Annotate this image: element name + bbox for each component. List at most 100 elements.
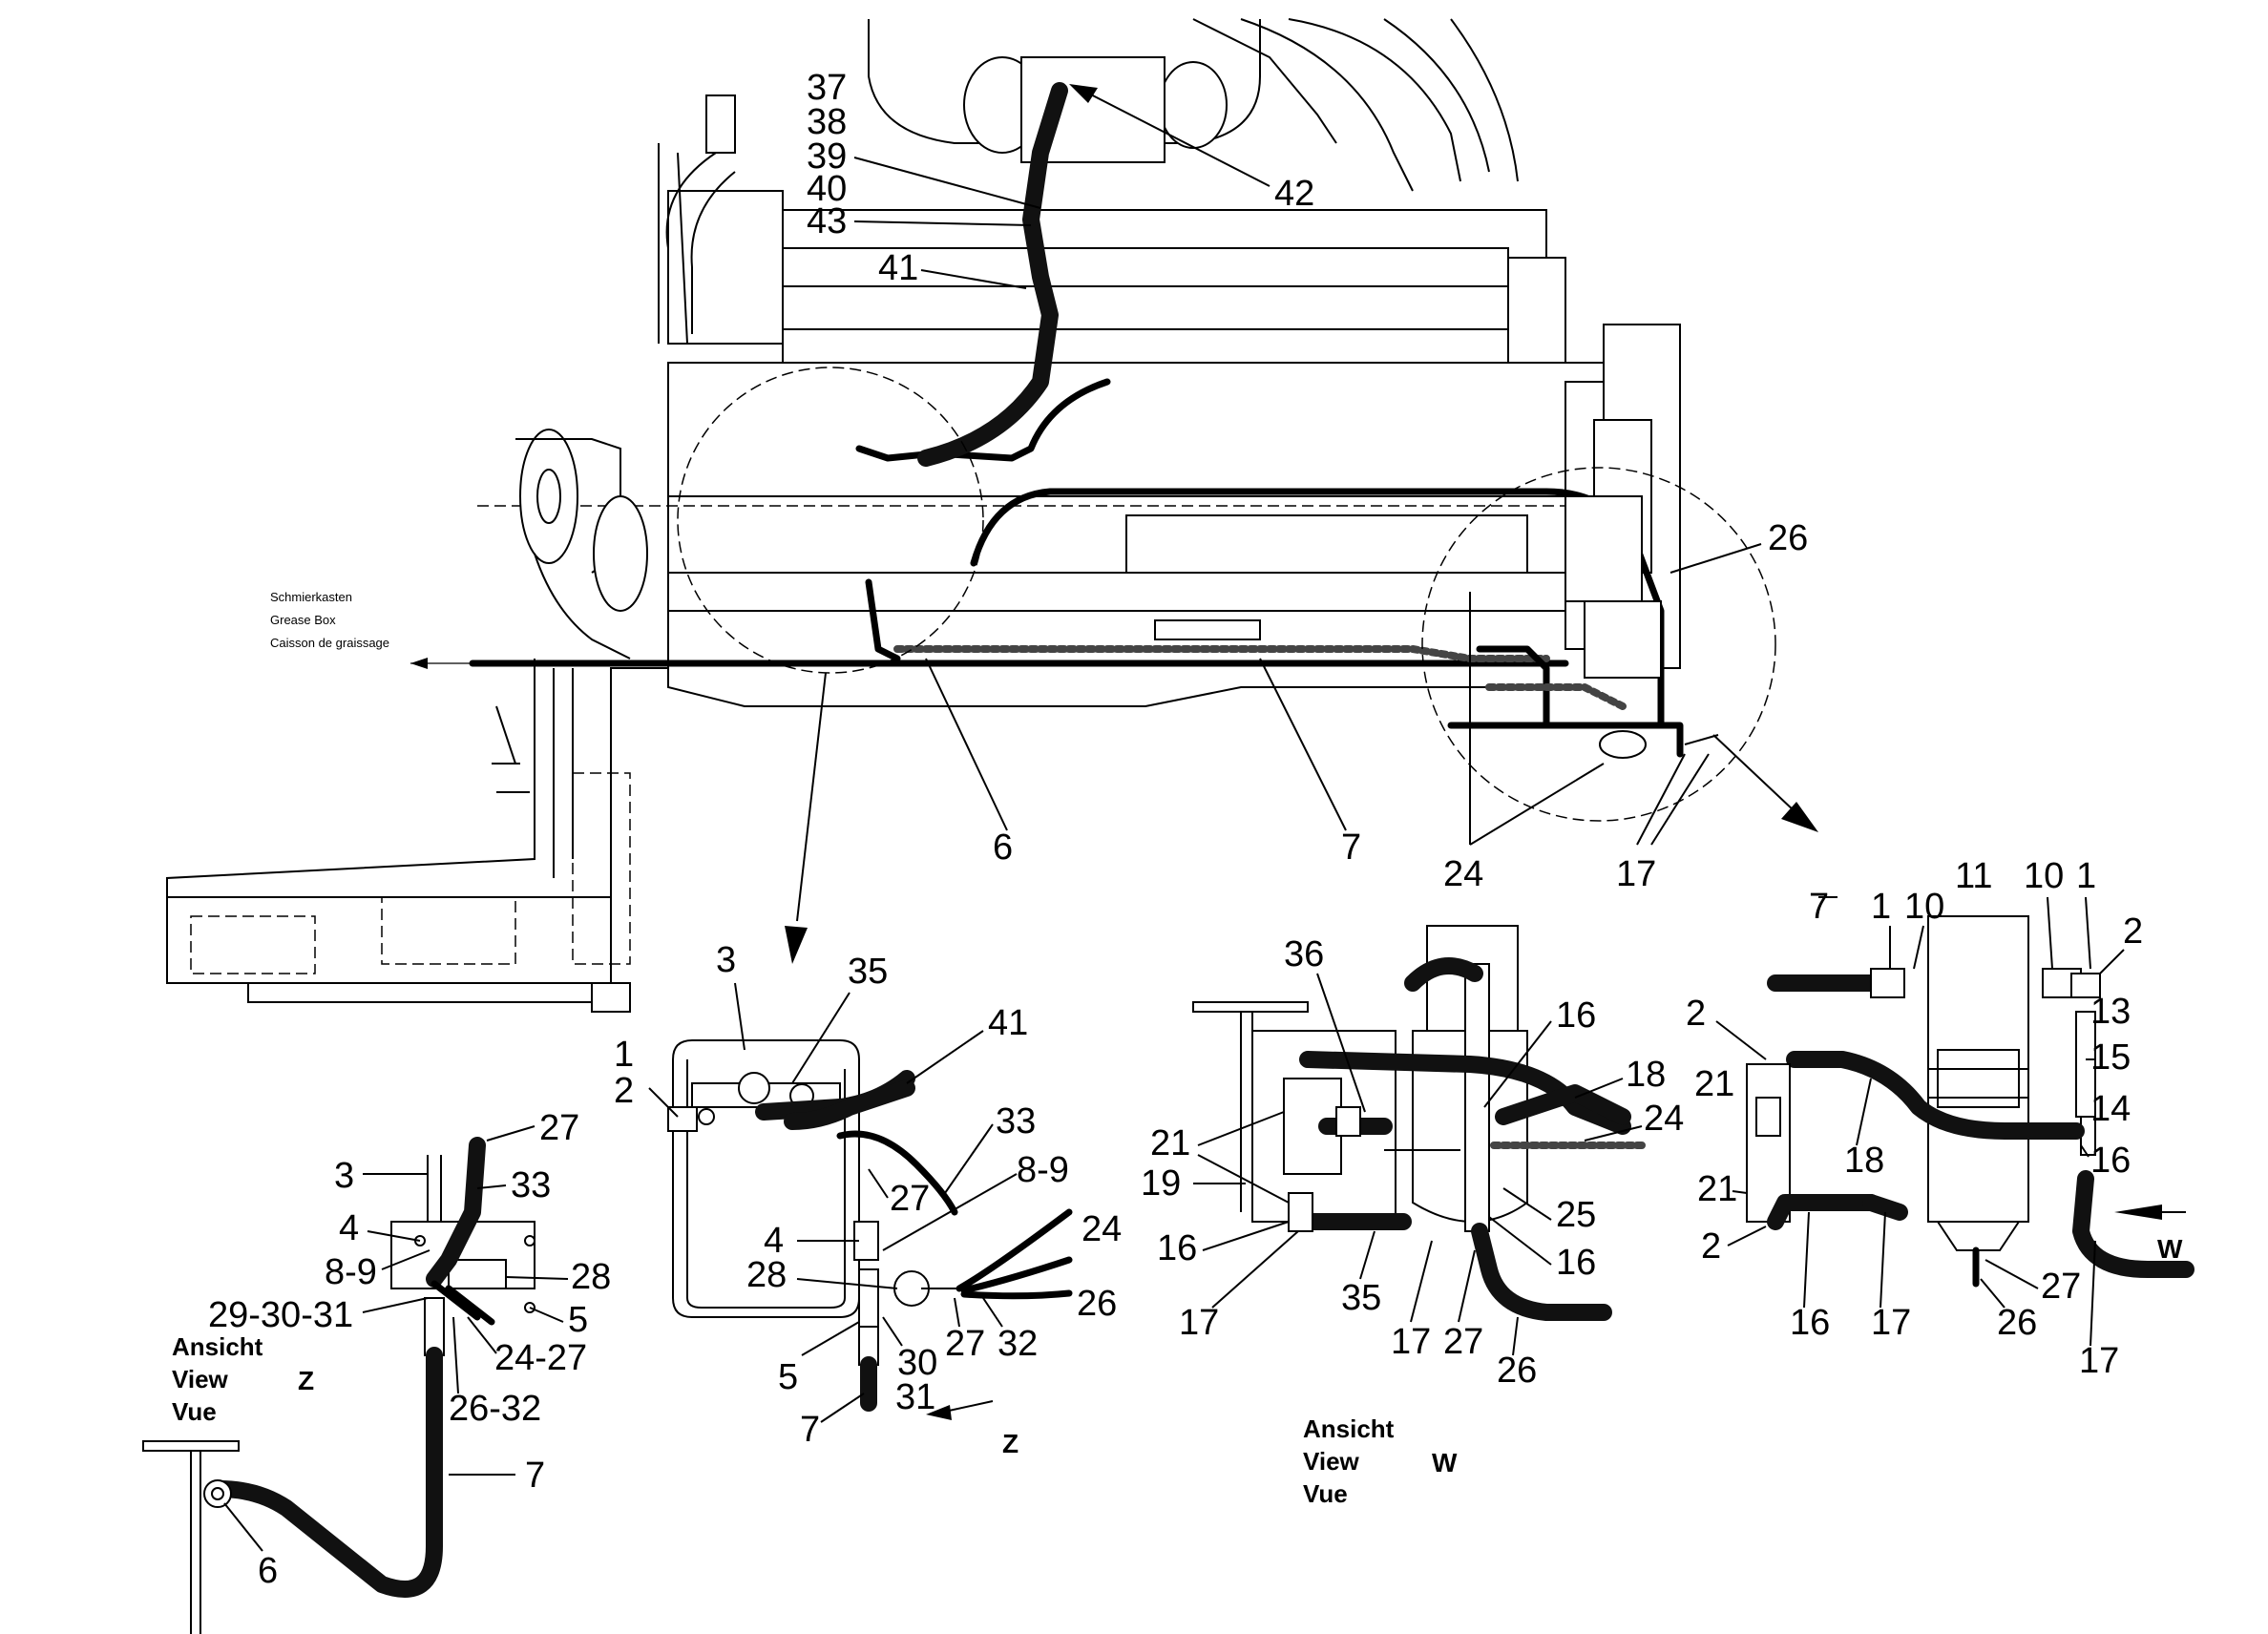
grease-box-label: Schmierkasten Grease Box Caisson de grai…: [270, 590, 389, 650]
center-callout-26: 26: [1077, 1284, 1117, 1324]
w-right-callout-17-a: 17: [1871, 1303, 1911, 1343]
w-left-callout-35: 35: [1341, 1278, 1381, 1318]
w-right-view-letter: W: [2157, 1234, 2183, 1264]
center-callout-27-b: 27: [945, 1324, 985, 1364]
detail-w-right-drawing: 7 1 10 11 10 1 2 2 13 15 21 14 18 16 21 …: [1686, 856, 2194, 1381]
z-callout-28: 28: [571, 1257, 611, 1297]
center-callout-35: 35: [848, 952, 888, 992]
w-right-callout-14: 14: [2090, 1089, 2131, 1129]
center-callout-27-a: 27: [890, 1179, 930, 1219]
callout-24-main: 24: [1443, 854, 1483, 894]
z-callout-29-30-31: 29-30-31: [208, 1295, 353, 1335]
z-callout-24-27: 24-27: [494, 1338, 587, 1378]
w-right-callout-2-b: 2: [1686, 994, 1706, 1034]
callout-38: 38: [807, 102, 847, 142]
view-w-caption: Ansicht View Vue W: [1303, 1414, 1458, 1508]
view-z-side-drawing: 27 3 33 4 8-9 28 29-30-31 5 24-27 26-32 …: [142, 1108, 611, 1634]
w-right-callout-2-c: 2: [1701, 1226, 1721, 1267]
view-w-caption-ansicht: Ansicht: [1303, 1414, 1395, 1443]
view-w-caption-letter: W: [1432, 1448, 1458, 1477]
w-right-callout-2-a: 2: [2123, 911, 2143, 952]
grease-box-label-en: Grease Box: [270, 613, 336, 627]
z-callout-5: 5: [568, 1300, 588, 1340]
engine-assembly: [166, 18, 1818, 1013]
view-z-caption-letter: Z: [298, 1366, 314, 1395]
center-callout-41: 41: [988, 1003, 1028, 1043]
w-left-callout-18: 18: [1626, 1055, 1666, 1095]
view-w-caption-vue: Vue: [1303, 1479, 1348, 1508]
w-left-callout-26: 26: [1497, 1351, 1537, 1391]
callout-41: 41: [878, 248, 918, 288]
w-right-callout-10-a: 10: [1904, 887, 1944, 927]
center-callout-7: 7: [800, 1410, 820, 1450]
center-callout-33: 33: [996, 1101, 1036, 1142]
w-left-callout-17-b: 17: [1391, 1322, 1431, 1362]
callout-37: 37: [807, 68, 847, 108]
center-callout-1: 1: [614, 1035, 634, 1075]
w-left-callout-36: 36: [1284, 934, 1324, 974]
w-right-callout-27: 27: [2041, 1267, 2081, 1307]
center-callout-31: 31: [895, 1377, 935, 1417]
z-callout-3: 3: [334, 1156, 354, 1196]
callout-43: 43: [807, 201, 847, 241]
center-view-z-letter: Z: [1002, 1429, 1018, 1458]
center-callout-32: 32: [998, 1324, 1038, 1364]
w-right-callout-1-b: 1: [2076, 856, 2096, 896]
view-z-caption-vue: Vue: [172, 1397, 217, 1426]
detail-w-left-drawing: 36 16 18 21 24 19 25 16 16 17 35 17 27 2…: [1141, 925, 1684, 1391]
view-z-caption-view: View: [172, 1365, 229, 1393]
grease-box-label-fr: Caisson de graissage: [270, 636, 389, 650]
callout-7-main: 7: [1341, 827, 1361, 868]
w-left-callout-17-a: 17: [1179, 1303, 1219, 1343]
w-right-callout-1-a: 1: [1871, 887, 1891, 927]
w-left-callout-16-a: 16: [1556, 995, 1596, 1036]
w-left-callout-16-c: 16: [1157, 1228, 1197, 1268]
z-callout-26-32: 26-32: [449, 1389, 541, 1429]
center-callout-28: 28: [746, 1255, 787, 1295]
center-callout-2: 2: [614, 1071, 634, 1111]
z-callout-7: 7: [525, 1456, 545, 1496]
callout-6-main: 6: [993, 827, 1013, 868]
w-right-callout-16-b: 16: [1790, 1303, 1830, 1343]
callout-26-main: 26: [1768, 518, 1808, 558]
z-callout-33: 33: [511, 1165, 551, 1205]
w-right-callout-15: 15: [2090, 1037, 2131, 1078]
z-callout-4: 4: [339, 1208, 359, 1248]
callout-17-main: 17: [1616, 854, 1656, 894]
callout-39: 39: [807, 136, 847, 177]
w-right-callout-16-a: 16: [2090, 1141, 2131, 1181]
w-right-callout-13: 13: [2090, 992, 2131, 1032]
z-callout-8-9: 8-9: [325, 1252, 377, 1292]
w-right-callout-10-b: 10: [2024, 856, 2064, 896]
w-right-callout-21-a: 21: [1694, 1064, 1734, 1104]
view-w-caption-view: View: [1303, 1447, 1360, 1476]
center-callout-3: 3: [716, 940, 736, 980]
w-left-callout-27: 27: [1443, 1322, 1483, 1362]
view-z-caption: Ansicht View Vue Z: [172, 1332, 314, 1426]
callout-40: 40: [807, 169, 847, 209]
w-left-callout-19: 19: [1141, 1163, 1181, 1204]
w-right-callout-18: 18: [1844, 1141, 1884, 1181]
grease-box-label-de: Schmierkasten: [270, 590, 352, 604]
w-left-callout-24: 24: [1644, 1099, 1684, 1139]
w-right-callout-11: 11: [1955, 856, 1992, 896]
w-left-callout-16-b: 16: [1556, 1243, 1596, 1283]
center-detail-drawing: 3 35 41 1 2 33 8-9 27 4 24 28 26 5 30 27…: [614, 940, 1122, 1458]
callout-42: 42: [1274, 174, 1314, 214]
center-callout-4: 4: [764, 1221, 784, 1261]
center-callout-8-9: 8-9: [1017, 1150, 1069, 1190]
w-right-callout-26: 26: [1997, 1303, 2037, 1343]
z-callout-6: 6: [258, 1551, 278, 1591]
view-z-caption-ansicht: Ansicht: [172, 1332, 263, 1361]
w-left-callout-21: 21: [1150, 1123, 1190, 1163]
w-right-callout-17-b: 17: [2079, 1341, 2119, 1381]
center-callout-30: 30: [897, 1343, 937, 1383]
w-left-callout-25: 25: [1556, 1195, 1596, 1235]
w-right-callout-21-b: 21: [1697, 1169, 1737, 1209]
main-callouts: 37 38 39 40 43 41 42 26 6 7 24 17: [807, 68, 1808, 894]
z-callout-27: 27: [539, 1108, 579, 1148]
center-callout-5: 5: [778, 1357, 798, 1397]
center-callout-24: 24: [1082, 1209, 1122, 1249]
w-right-callout-7: 7: [1809, 887, 1829, 927]
